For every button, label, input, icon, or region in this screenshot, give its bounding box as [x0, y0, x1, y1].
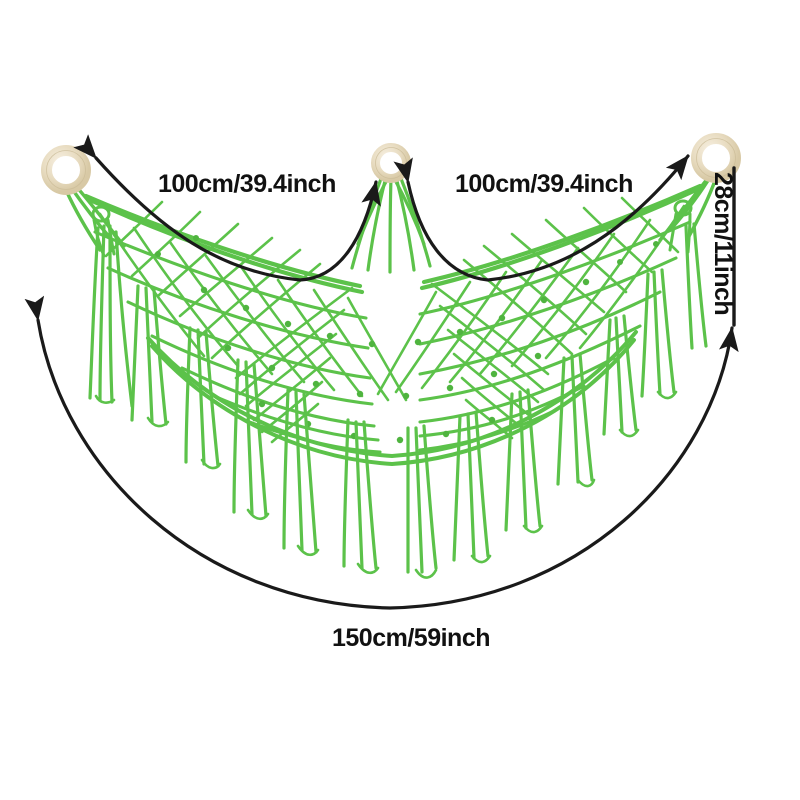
label-total-width: 150cm/59inch: [332, 624, 491, 652]
right-span-arrow: [393, 154, 690, 282]
label-left-span: 100cm/39.4inch: [158, 170, 336, 198]
total-width-arrow: [24, 295, 739, 610]
macrame-net: [64, 172, 718, 579]
fringe-tassels: [88, 222, 708, 574]
label-height: 28cm/11inch: [709, 172, 737, 316]
net-mesh-diagonals-right: [376, 196, 686, 440]
label-right-span: 100cm/39.4inch: [455, 170, 633, 198]
right-ring: [691, 133, 741, 183]
left-ring: [41, 145, 91, 195]
net-top-edge: [83, 183, 703, 295]
center-ring: [371, 143, 411, 183]
dimension-arrows: [24, 134, 739, 610]
net-horizontal-rows: [93, 220, 692, 454]
left-span-arrow: [73, 134, 381, 282]
tassel-tips: [94, 390, 678, 579]
